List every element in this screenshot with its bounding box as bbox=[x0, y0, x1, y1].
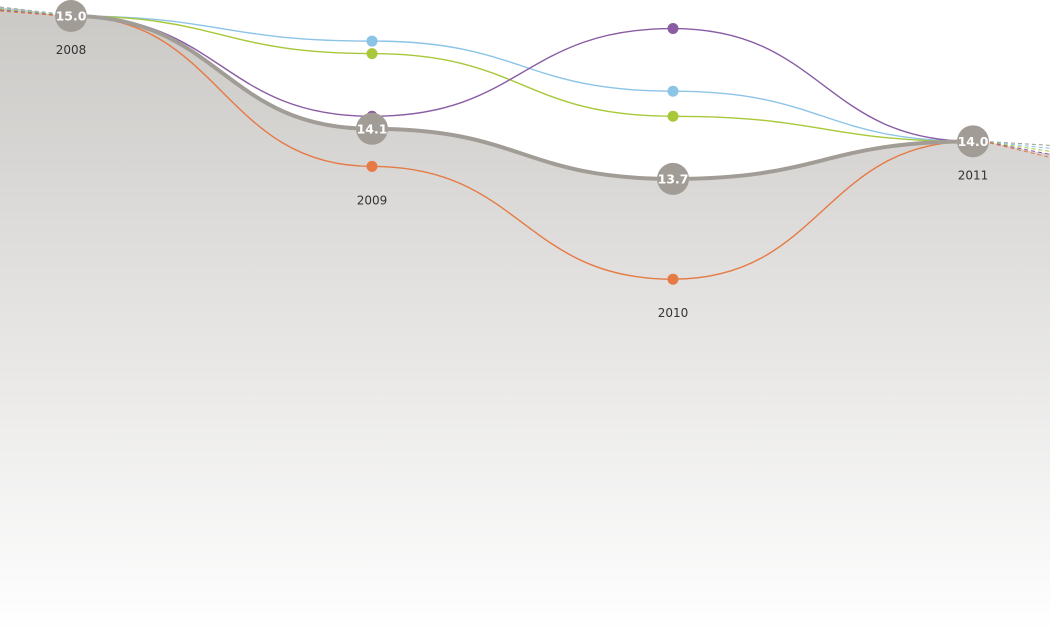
series-0-point-2009[interactable] bbox=[366, 35, 378, 47]
right-dashed-stub bbox=[982, 140, 1050, 149]
label-layer: 15.0 14.1 13.7 14.0 2008 2009 2010 2011 bbox=[56, 9, 989, 321]
right-dashed-stub bbox=[982, 140, 1050, 158]
series-3-point-2009[interactable] bbox=[366, 160, 378, 172]
value-label-2010: 13.7 bbox=[658, 171, 689, 186]
year-label-2008: 2008 bbox=[56, 43, 87, 57]
main-series-line bbox=[70, 14, 974, 181]
left-dashed-stub bbox=[0, 7, 62, 15]
value-label-2011: 14.0 bbox=[958, 134, 989, 149]
right-dashed-stub bbox=[982, 140, 1050, 155]
left-dashed-stub bbox=[0, 10, 62, 17]
area-layer bbox=[0, 8, 1050, 632]
series-1-point-2010[interactable] bbox=[667, 110, 679, 122]
left-dashed-stub bbox=[0, 8, 62, 16]
main-point-2009[interactable] bbox=[356, 112, 388, 145]
series-line-0 bbox=[70, 15, 974, 143]
left-dashed-stub bbox=[0, 9, 62, 16]
series-1-point-2009[interactable] bbox=[366, 48, 378, 60]
series-2-point-2010[interactable] bbox=[667, 23, 679, 35]
value-label-2008: 15.0 bbox=[56, 9, 87, 24]
year-label-2010: 2010 bbox=[658, 306, 689, 320]
area-fill bbox=[0, 8, 1050, 632]
left-dashed-stub bbox=[0, 6, 62, 15]
series-line-3 bbox=[70, 15, 974, 280]
series-layer bbox=[0, 6, 1050, 285]
value-label-2009: 14.1 bbox=[357, 121, 388, 136]
main-point-2011[interactable] bbox=[957, 125, 989, 158]
main-series-layer bbox=[55, 0, 989, 195]
series-line-2 bbox=[70, 15, 974, 143]
main-point-2008[interactable] bbox=[55, 0, 87, 32]
year-label-2011: 2011 bbox=[958, 168, 989, 182]
series-line-1 bbox=[70, 15, 974, 143]
right-dashed-stub bbox=[982, 140, 1050, 152]
series-3-point-2010[interactable] bbox=[667, 273, 679, 285]
series-0-point-2010[interactable] bbox=[667, 85, 679, 97]
main-point-2010[interactable] bbox=[657, 162, 689, 195]
year-label-2009: 2009 bbox=[357, 193, 388, 207]
